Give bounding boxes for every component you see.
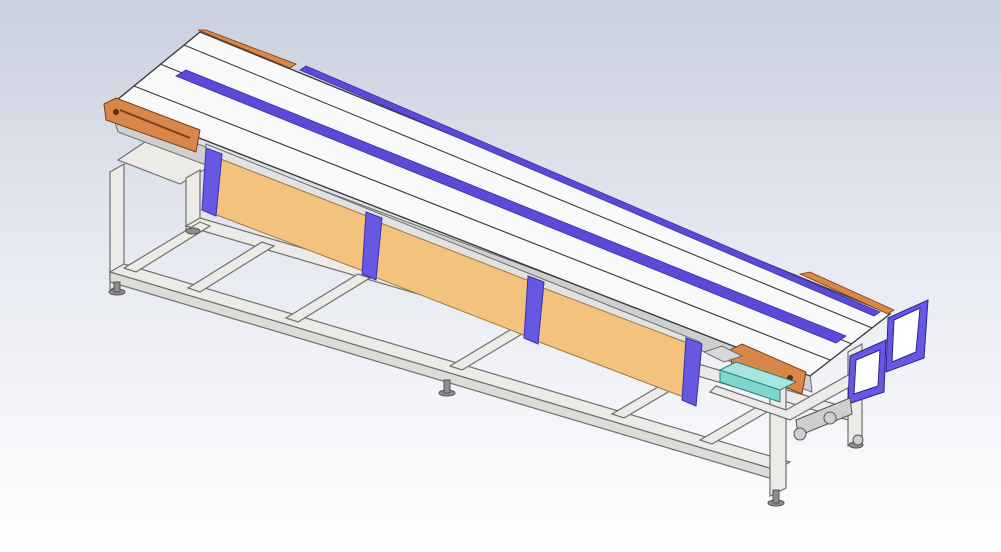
control-frame-inner <box>891 307 921 363</box>
panel-bracket-3 <box>523 275 545 345</box>
guide-rails <box>175 65 881 344</box>
panel-brackets <box>201 147 703 407</box>
guide-rail-center <box>175 69 847 344</box>
panel-bracket-4 <box>681 337 703 407</box>
control-frame-lower-inner <box>853 349 881 395</box>
end-cap-left-bolt <box>113 109 119 115</box>
guide-rail-back <box>299 65 881 317</box>
wheel-3 <box>852 434 864 446</box>
end-cap-back-left <box>197 29 297 69</box>
frame-cross-3 <box>284 273 372 323</box>
frame-cross-1 <box>122 221 212 273</box>
gear-housing <box>702 345 744 363</box>
drive-unit <box>702 345 798 403</box>
foot-2 <box>185 227 201 235</box>
frame-cross-2 <box>186 241 276 293</box>
foot-4-stem <box>772 489 780 504</box>
panel-bracket-2 <box>361 211 383 281</box>
wheel-1 <box>793 427 807 441</box>
control-stand <box>847 299 929 405</box>
end-cap-left <box>103 97 201 153</box>
motor-top <box>718 361 798 391</box>
end-cap-left-slot <box>119 109 191 139</box>
wheel-2 <box>823 411 837 425</box>
end-cap-back-right <box>798 271 895 315</box>
foot-1-stem <box>113 281 121 293</box>
belt-seam-3 <box>183 44 873 329</box>
belt-seam-1 <box>133 85 831 361</box>
foot-3-stem <box>443 379 451 394</box>
panel-bracket-1 <box>201 147 223 217</box>
lower-mechanism <box>793 397 864 446</box>
